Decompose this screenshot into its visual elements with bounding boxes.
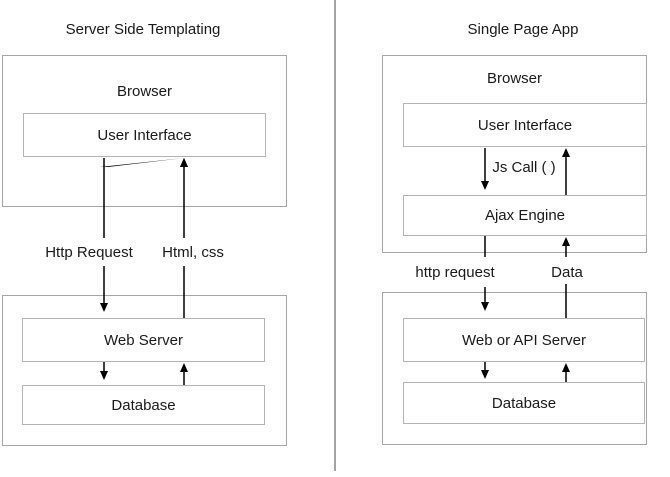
left-panel-title: Server Side Templating [65,21,221,38]
right-user-interface-label: User Interface [477,116,573,134]
right-web-api-server-label: Web or API Server [462,331,586,349]
right-http-request-label: http request [415,264,495,281]
right-ajax-engine-label: Ajax Engine [484,207,566,224]
left-database-box: Database [22,385,265,425]
right-panel-title: Single Page App [467,21,579,38]
left-user-interface-label: User Interface [97,126,192,144]
left-database-label: Database [111,396,176,414]
left-browser-box: Browser User Interface [2,55,287,207]
left-html-css-label: Html, css [162,244,224,261]
right-browser-box: Browser User Interface Ajax Engine [382,55,647,253]
left-web-server-label: Web Server [104,331,183,349]
right-database-box: Database [403,382,645,424]
right-data-label: Data [551,264,583,281]
left-user-interface-box: User Interface [23,113,266,157]
right-browser-label: Browser [486,70,542,87]
panel-divider [334,0,336,471]
left-browser-label: Browser [116,83,172,100]
right-web-api-server-box: Web or API Server [403,318,645,362]
right-database-label: Database [491,394,557,412]
left-web-server-box: Web Server [22,318,265,362]
right-server-box: Web or API Server Database [382,292,647,445]
right-js-call-label: Js Call ( ) [492,159,556,176]
left-http-request-label: Http Request [45,244,133,261]
right-user-interface-box: User Interface [403,103,647,147]
right-ajax-engine-box: Ajax Engine [403,195,647,236]
left-server-box: Web Server Database [2,295,287,446]
